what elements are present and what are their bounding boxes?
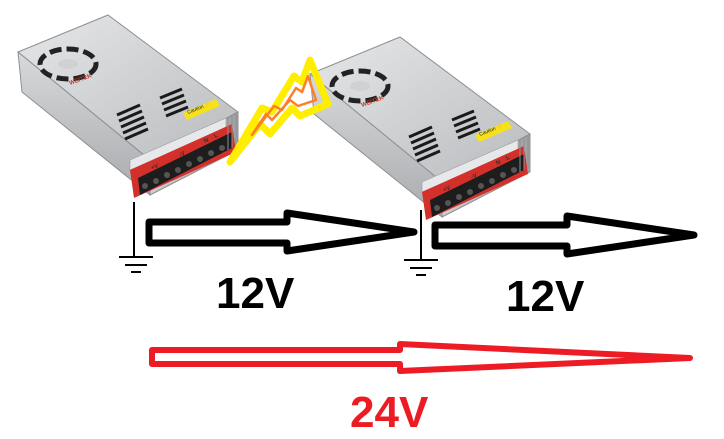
psu-1-body <box>18 15 238 198</box>
arrow-total-output <box>149 341 693 374</box>
psu-1-terminal-plus: +V <box>150 163 159 172</box>
psu-1-terminal-minus: -V <box>178 151 186 159</box>
ground-icon <box>119 202 153 273</box>
psu-2-body <box>310 37 530 220</box>
ground-icon <box>404 210 438 276</box>
arrow-psu2-output <box>431 212 698 258</box>
power-supply-1: +V -V N L <box>18 15 238 198</box>
psu-2-terminal-plus: +V <box>442 185 451 194</box>
power-supply-2: +V -V N L <box>310 37 530 220</box>
psu-1-terminal-l: L <box>213 133 219 140</box>
label-psu1-voltage: 12V <box>216 269 295 318</box>
label-psu2-voltage: 12V <box>506 272 585 321</box>
arrow-psu1-output <box>145 209 418 255</box>
psu-1-terminal-n: N <box>203 138 209 145</box>
psu-2-terminal-l: L <box>505 155 511 162</box>
psu-2-terminal-n: N <box>495 160 501 167</box>
lightning-bolt-icon <box>226 56 332 166</box>
psu-2-terminal-minus: -V <box>470 173 478 181</box>
label-total-voltage: 24V <box>350 388 429 437</box>
